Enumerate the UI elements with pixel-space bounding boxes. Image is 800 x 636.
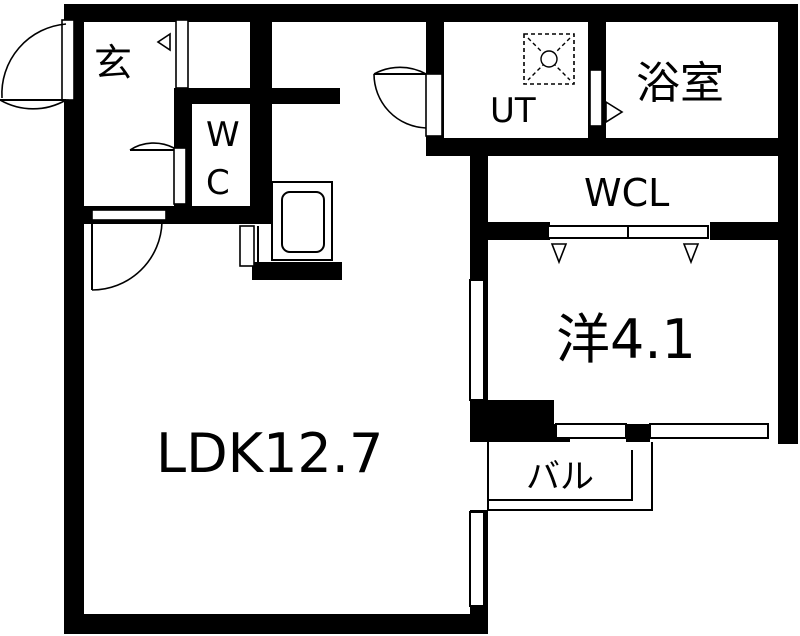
windows: [469, 225, 769, 607]
exterior-walls: [64, 4, 798, 634]
ldk-label: LDK12.7: [156, 422, 383, 485]
western-room-label: 洋4.1: [556, 308, 696, 371]
toilet-label-w: W: [206, 115, 240, 155]
bath-label: 浴室: [636, 58, 724, 109]
balcony-label: バル: [526, 457, 594, 497]
entrance-label: 玄: [94, 41, 132, 85]
fixtures: [156, 32, 700, 265]
toilet-label-c: C: [206, 163, 230, 203]
walk-in-closet-label: WCL: [584, 171, 669, 215]
doors: [0, 19, 603, 291]
balcony-outline: [487, 442, 653, 511]
utility-label: UT: [490, 91, 536, 131]
